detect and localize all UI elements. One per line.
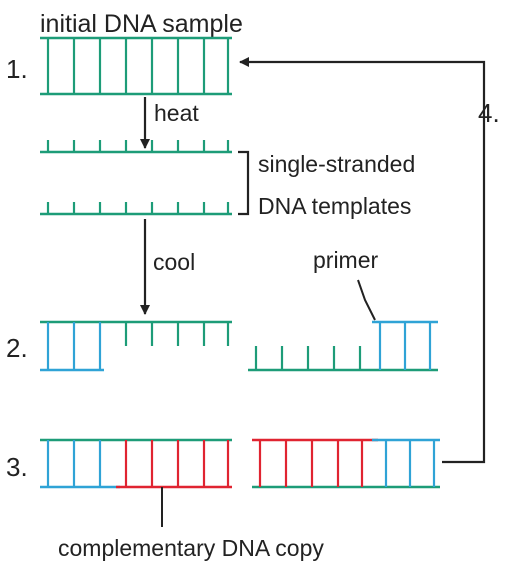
step-3-label: 3. (6, 452, 28, 482)
single-stranded-label: single-stranded (258, 151, 415, 177)
dna-templates-label: DNA templates (258, 193, 411, 219)
template-brace (238, 150, 250, 216)
step-2-label: 2. (6, 333, 28, 363)
step-1-label: 1. (6, 54, 28, 84)
primer-label: primer (313, 247, 379, 273)
heat-label: heat (154, 100, 199, 126)
dna-strands (40, 36, 440, 489)
cool-label: cool (153, 249, 195, 275)
complementary-label: complementary DNA copy (58, 535, 324, 561)
cycle-return-arrow (239, 57, 486, 464)
title-label: initial DNA sample (40, 10, 243, 38)
step-4-label: 4. (478, 98, 500, 128)
primer-pointer (357, 279, 376, 321)
